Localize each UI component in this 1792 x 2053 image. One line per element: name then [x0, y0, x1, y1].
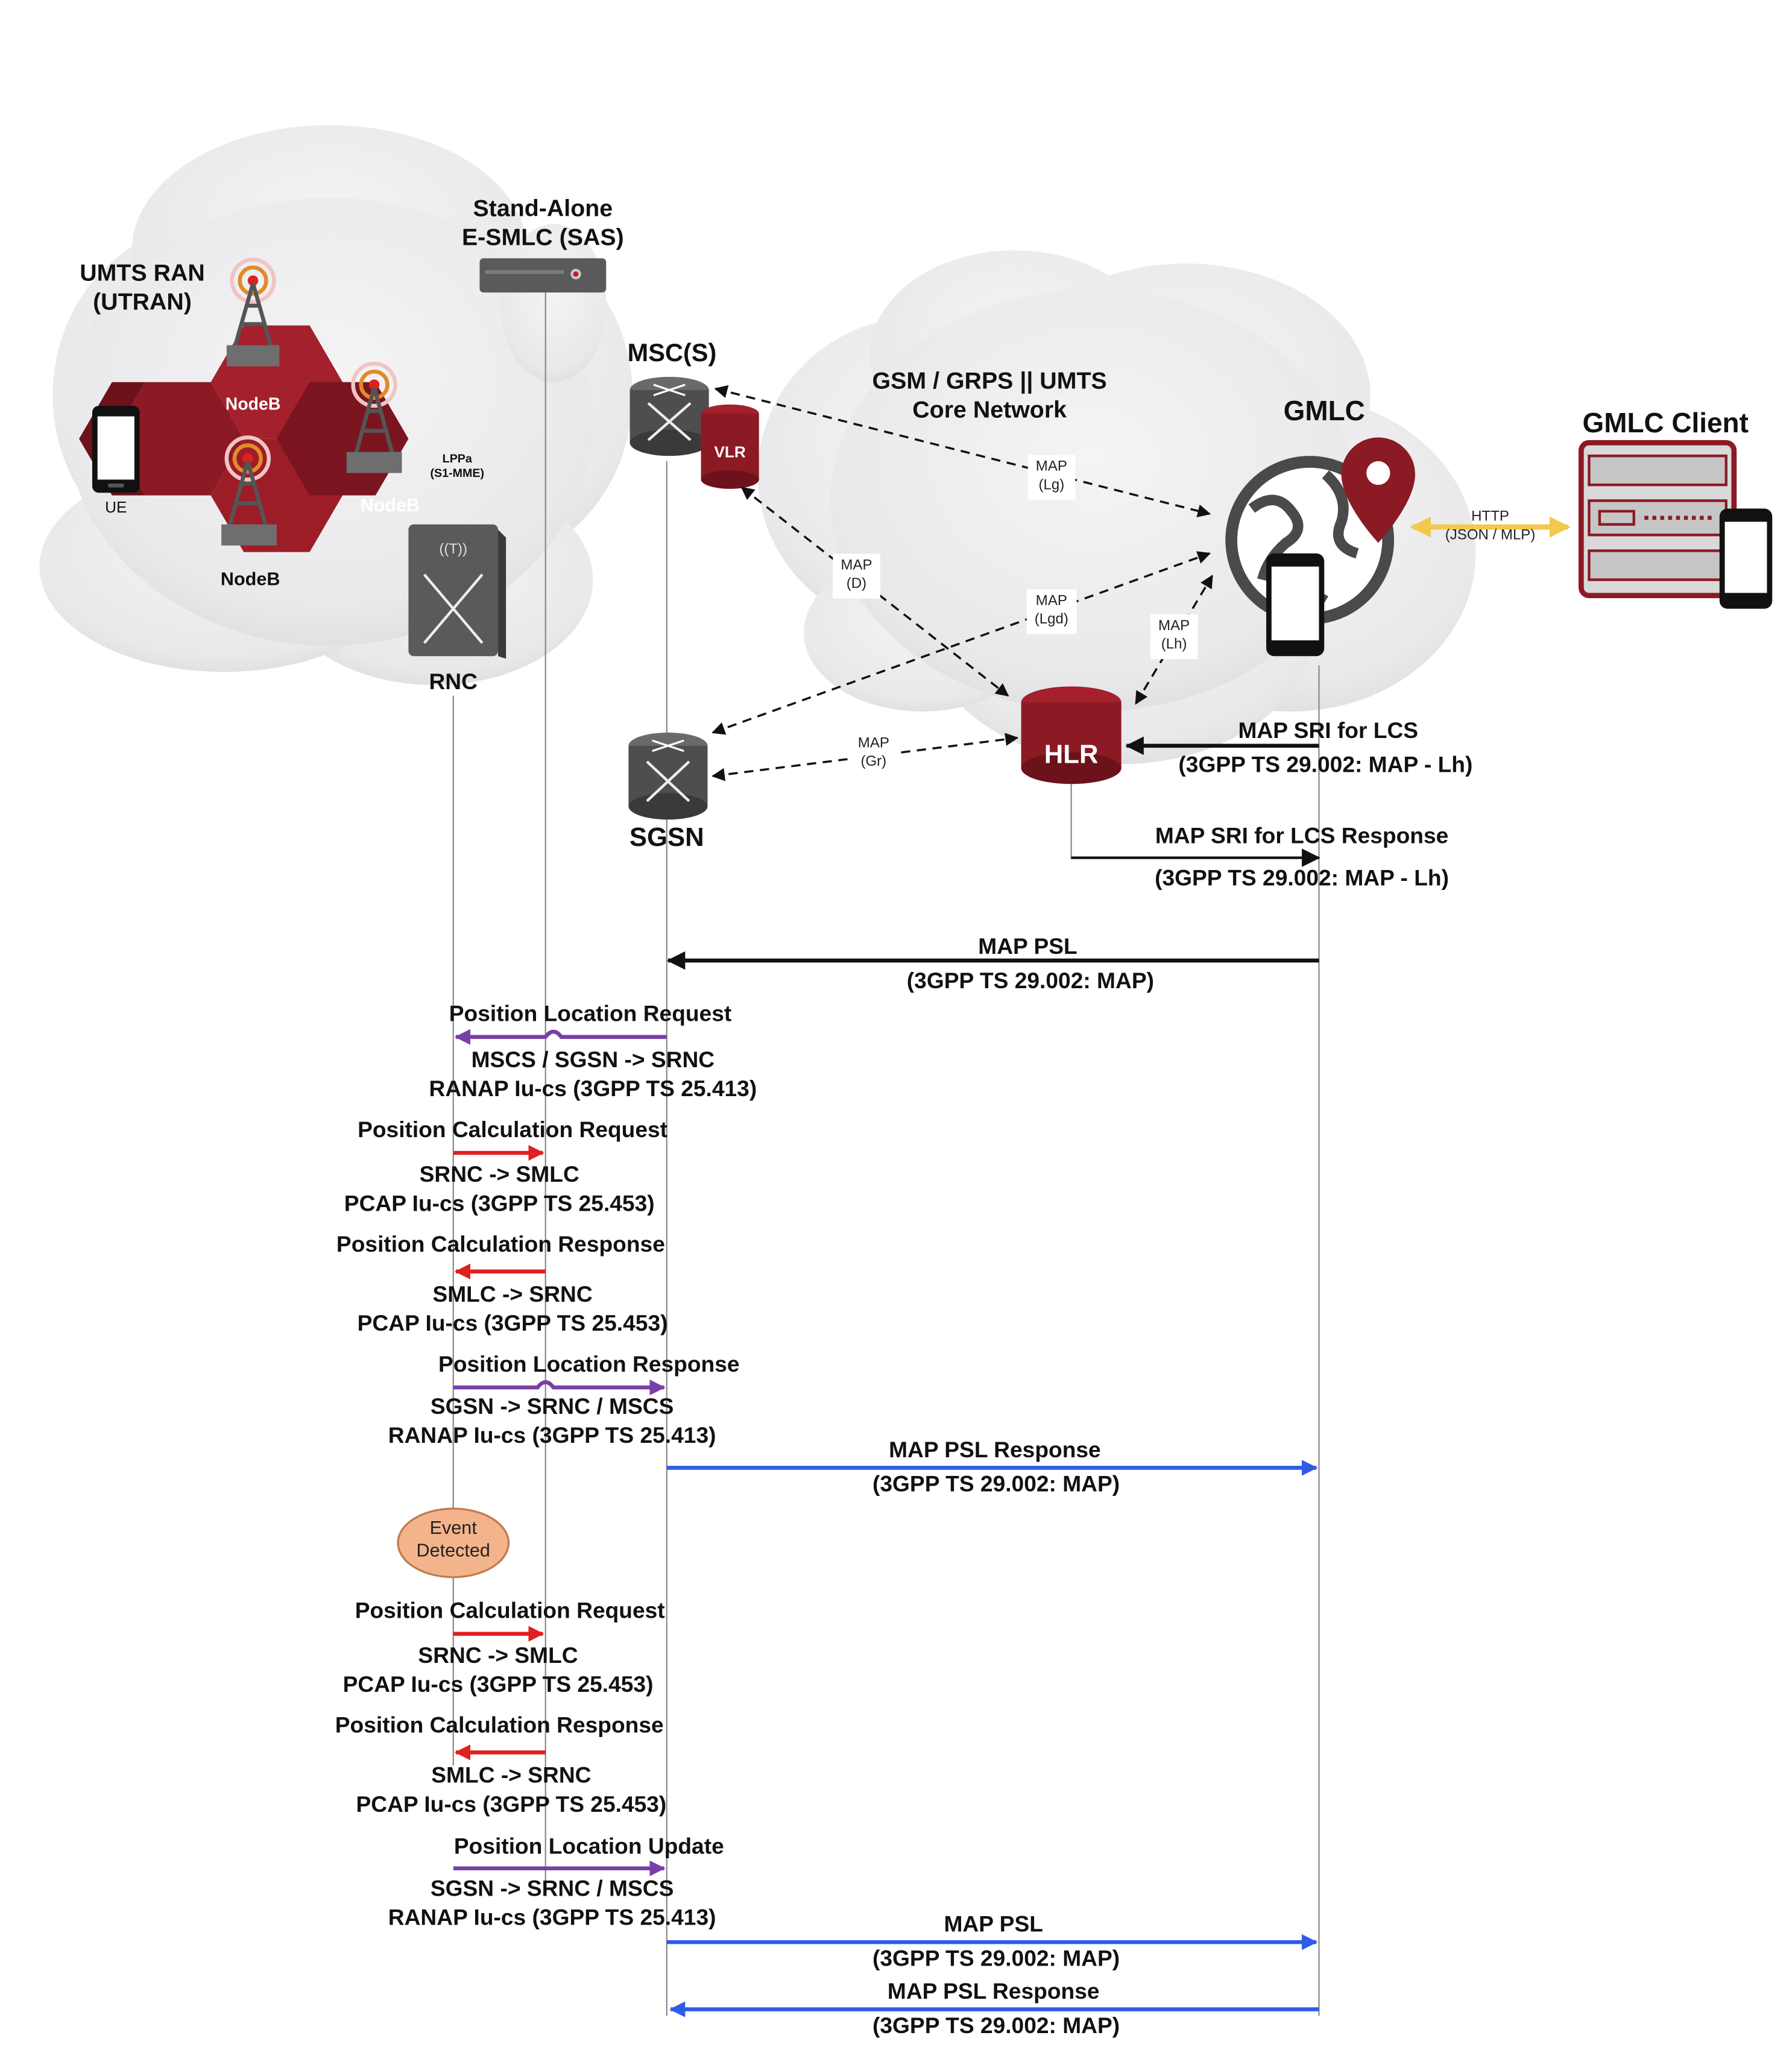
map-lgd-arrow [711, 551, 1211, 735]
phone-icon [92, 406, 140, 493]
phone-icon [1719, 508, 1773, 609]
map-lg-label: MAP (Lg) [1027, 455, 1076, 499]
msg-title: Position Location Response [438, 1352, 740, 1377]
msg-subtitle: SGSN -> SRNC / MSCS RANAP Iu-cs (3GPP TS… [388, 1876, 716, 1931]
msg-title: MAP PSL [978, 934, 1077, 959]
msg-subtitle: (3GPP TS 29.002: MAP - Lh) [1155, 865, 1450, 891]
lppa-label: LPPa (S1-MME) [430, 452, 485, 480]
location-pin-icon [1341, 437, 1416, 543]
sas-title: Stand-Alone E-SMLC (SAS) [461, 195, 624, 250]
msg-subtitle: (3GPP TS 29.002: MAP) [872, 1946, 1120, 1972]
rnc-icon: ((T)) [408, 524, 506, 659]
vlr-label: VLR [714, 443, 746, 461]
msc-title: MSC(S) [627, 339, 717, 368]
core-title: GSM / GRPS || UMTS Core Network [872, 367, 1107, 423]
map-gr-arrow [711, 733, 1019, 781]
msg-pos-loc-req-arrow [454, 1029, 667, 1045]
msg-subtitle: SMLC -> SRNC PCAP Iu-cs (3GPP TS 25.453) [357, 1282, 668, 1337]
ran-title: UMTS RAN (UTRAN) [80, 259, 205, 315]
server-icon [479, 258, 607, 293]
gmlc-title: GMLC [1283, 396, 1365, 427]
map-lgd-label: MAP (Lgd) [1026, 589, 1077, 634]
msg-subtitle: (3GPP TS 29.002: MAP) [872, 2013, 1120, 2039]
sgsn-label: SGSN [629, 823, 704, 853]
router-icon [628, 733, 708, 820]
msg-pos-loc-resp-arrow [453, 1379, 666, 1396]
msg-subtitle: SRNC -> SMLC PCAP Iu-cs (3GPP TS 25.453) [342, 1643, 654, 1697]
msg-title: Position Calculation Response [336, 1232, 665, 1257]
msg-subtitle: (3GPP TS 29.002: MAP) [872, 1471, 1120, 1497]
antenna-icon [226, 257, 280, 367]
event-label: Event Detected [416, 1516, 490, 1560]
map-lh-label: MAP (Lh) [1150, 614, 1198, 659]
svg-text:((T)): ((T)) [439, 541, 467, 557]
router-icon [629, 376, 709, 456]
msg-subtitle: SGSN -> SRNC / MSCS RANAP Iu-cs (3GPP TS… [388, 1394, 716, 1448]
msg-subtitle: SRNC -> SMLC PCAP Iu-cs (3GPP TS 25.453) [344, 1162, 655, 1217]
msg-title: MAP SRI for LCS Response [1155, 823, 1449, 849]
msg-subtitle: MSCS / SGSN -> SRNC RANAP Iu-cs (3GPP TS… [429, 1047, 757, 1102]
msg-title: MAP PSL Response [889, 1437, 1101, 1463]
event-badge [397, 1507, 510, 1578]
rnc-label: RNC [429, 669, 478, 695]
nodeb-label: NodeB [220, 567, 280, 589]
gmlc-client-title: GMLC Client [1582, 408, 1749, 439]
server-rack-icon [1578, 440, 1737, 599]
antenna-icon [221, 435, 277, 546]
msg-subtitle: (3GPP TS 29.002: MAP - Lh) [1178, 752, 1473, 778]
phone-icon [1266, 553, 1325, 657]
msg-title: Position Calculation Request [355, 1598, 665, 1624]
msg-subtitle: SMLC -> SRNC PCAP Iu-cs (3GPP TS 25.453) [356, 1762, 667, 1817]
ue-label: UE [105, 498, 127, 517]
map-lg-arrow [714, 385, 1211, 518]
nodeb-label: NodeB [360, 494, 420, 516]
msg-title: MAP SRI for LCS [1238, 717, 1419, 743]
msg-title: Position Location Request [449, 1001, 732, 1027]
http-label: HTTP (JSON / MLP) [1445, 509, 1536, 543]
map-d-arrow [740, 487, 1009, 697]
map-d-label: MAP (D) [833, 553, 880, 598]
antenna-icon [346, 361, 402, 473]
hlr-label: HLR [1044, 740, 1099, 770]
msg-title: Position Calculation Response [335, 1712, 664, 1738]
map-lh-arrow [1135, 575, 1213, 705]
msg-title: MAP PSL Response [887, 1979, 1100, 2004]
message-arrows [453, 736, 1320, 2017]
msg-subtitle: (3GPP TS 29.002: MAP) [906, 968, 1154, 994]
map-gr-label: MAP (Gr) [850, 731, 898, 776]
msg-title: MAP PSL [944, 1911, 1043, 1937]
msg-title: Position Calculation Request [358, 1117, 668, 1143]
nodeb-label: NodeB [225, 394, 281, 414]
msg-title: Position Location Update [453, 1834, 724, 1859]
